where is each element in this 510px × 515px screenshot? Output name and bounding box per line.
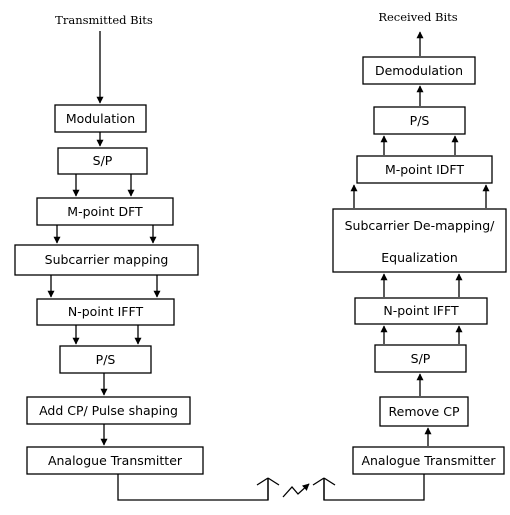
receiver-chain: Received Bits Demodulation P/S M-point I… xyxy=(332,10,507,475)
equalization-label: Equalization xyxy=(381,250,458,265)
rx-sp-label: S/P xyxy=(411,351,431,366)
modulation-block: Modulation xyxy=(54,104,147,133)
add-cp-block: Add CP/ Pulse shaping xyxy=(26,396,191,425)
tx-n-point-ifft-block: N-point IFFT xyxy=(36,298,175,326)
m-point-idft-label: M-point IDFT xyxy=(385,162,464,177)
transmitter-chain: Transmitted Bits Modulation S/P M-point … xyxy=(14,13,204,475)
tx-feed-line xyxy=(117,474,269,501)
tx-antenna-icon xyxy=(256,477,280,500)
subcarrier-demapping-label: Subcarrier De-mapping/ xyxy=(345,218,496,233)
rx-feed-line xyxy=(323,474,425,501)
remove-cp-block: Remove CP xyxy=(379,396,469,427)
rx-n-point-ifft-block: N-point IFFT xyxy=(354,297,488,325)
rx-sp-block: S/P xyxy=(374,344,467,373)
modulation-label: Modulation xyxy=(66,111,135,126)
rx-n-point-ifft-label: N-point IFFT xyxy=(383,303,459,318)
tx-ps-label: P/S xyxy=(96,352,116,367)
rx-ps-label: P/S xyxy=(410,113,430,128)
channel-link xyxy=(117,474,425,501)
rx-analogue-transmitter-label: Analogue Transmitter xyxy=(361,453,496,468)
m-point-dft-block: M-point DFT xyxy=(36,197,174,226)
tx-analogue-transmitter-label: Analogue Transmitter xyxy=(48,453,183,468)
received-bits-label: Received Bits xyxy=(378,10,457,24)
tx-analogue-transmitter-block: Analogue Transmitter xyxy=(26,446,204,475)
subcarrier-demapping-block: Subcarrier De-mapping/ Equalization xyxy=(332,208,507,273)
tx-n-point-ifft-label: N-point IFFT xyxy=(68,304,144,319)
add-cp-label: Add CP/ Pulse shaping xyxy=(39,403,178,418)
m-point-dft-label: M-point DFT xyxy=(67,204,143,219)
transmitted-bits-label: Transmitted Bits xyxy=(55,13,153,27)
rx-analogue-transmitter-block: Analogue Transmitter xyxy=(352,446,505,475)
demodulation-label: Demodulation xyxy=(375,63,463,78)
m-point-idft-block: M-point IDFT xyxy=(356,155,493,184)
tx-ps-block: P/S xyxy=(59,345,152,374)
lightning-wave-icon xyxy=(282,483,310,498)
demodulation-block: Demodulation xyxy=(362,56,476,85)
tx-sp-block: S/P xyxy=(57,147,148,175)
rx-antenna-icon xyxy=(312,477,336,500)
rx-ps-block: P/S xyxy=(373,106,466,135)
subcarrier-mapping-block: Subcarrier mapping xyxy=(14,244,199,276)
remove-cp-label: Remove CP xyxy=(389,404,460,419)
subcarrier-mapping-label: Subcarrier mapping xyxy=(45,252,169,267)
tx-sp-label: S/P xyxy=(93,153,113,168)
